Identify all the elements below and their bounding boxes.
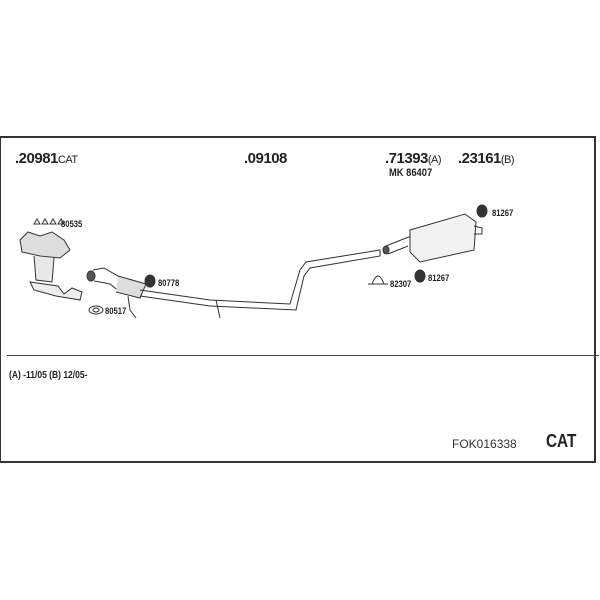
fitting-label: 80778 [158, 278, 180, 288]
diagram-frame [0, 136, 596, 463]
part-label-20981: .20981CAT [15, 150, 78, 167]
part-label-71393: .71393(A) [385, 150, 442, 167]
part-number: .23161 [458, 150, 501, 167]
fitting-label: 82307 [390, 279, 412, 289]
fitting-label: 80517 [105, 306, 127, 316]
part-number: .71393 [385, 150, 428, 167]
gasket-drawing [88, 305, 104, 315]
part-suffix: (B) [500, 154, 515, 166]
validity-note: (A) -11/05 (B) 12/05- [9, 370, 88, 381]
part-number: .20981 [15, 150, 58, 167]
rubber-mount-81267-a [476, 204, 488, 218]
part-suffix: CAT [57, 154, 78, 166]
rubber-mount-81267-b [414, 269, 426, 283]
kit-code: FOK016338 [452, 437, 517, 451]
gasket-set-drawing [33, 218, 65, 225]
fitting-label: 81267 [428, 273, 450, 283]
fitting-label: 81267 [492, 208, 514, 218]
kit-type: CAT [546, 431, 577, 451]
manifold-catalyst-drawing [19, 231, 83, 301]
front-pipe-drawing [86, 249, 381, 319]
clamp-drawing [368, 275, 388, 285]
part-number: .09108 [244, 150, 287, 167]
part-label-09108: .09108 [244, 150, 287, 167]
part-suffix: (A) [427, 154, 442, 166]
rubber-mount-80778 [144, 274, 156, 288]
fitting-label: 80535 [61, 219, 83, 229]
divider [7, 355, 599, 356]
part-label-23161: .23161(B) [458, 150, 515, 167]
part-sub-label: MK 86407 [389, 167, 433, 179]
rear-silencer-drawing [382, 213, 483, 263]
